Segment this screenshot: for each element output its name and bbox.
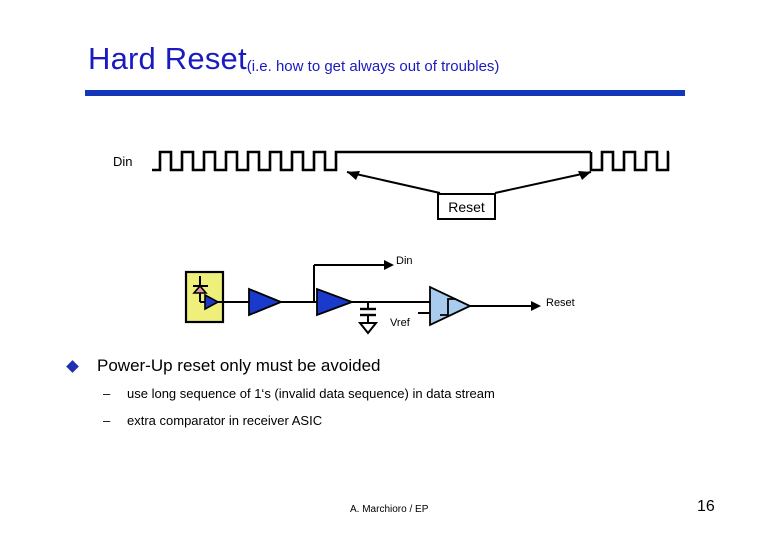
- reset-callout-label: Reset: [448, 198, 485, 215]
- ground-symbol: [357, 322, 379, 335]
- waveform-svg: [152, 150, 670, 194]
- page-title: Hard Reset(i.e. how to get always out of…: [88, 41, 688, 85]
- circuit-din-label: Din: [396, 255, 413, 267]
- title-main-text: Hard Reset: [88, 41, 247, 76]
- dash-bullet-icon: –: [103, 413, 111, 428]
- bullet-level2-text: use long sequence of 1‘s (invalid data s…: [127, 386, 495, 401]
- diamond-bullet-icon: [66, 360, 79, 373]
- bullet-level2-text: extra comparator in receiver ASIC: [127, 413, 323, 428]
- circuit-vref-label: Vref: [390, 317, 410, 329]
- waveform-din-label: Din: [113, 154, 133, 169]
- bullet-level2-item: – use long sequence of 1‘s (invalid data…: [0, 380, 780, 407]
- circuit-svg: [184, 260, 541, 335]
- dash-bullet-icon: –: [103, 386, 111, 401]
- din-arrowhead: [384, 260, 394, 270]
- bullet-level2-item: – extra comparator in receiver ASIC: [0, 407, 780, 434]
- title-divider-rule: [85, 90, 685, 96]
- amplifier-1: [248, 287, 284, 317]
- comparator-block: [429, 285, 473, 327]
- footer-author: A. Marchioro / EP: [350, 504, 429, 515]
- footer-page-number: 16: [697, 498, 715, 515]
- waveform-diagram: Din Reset: [0, 130, 780, 235]
- bullet-level1-text: Power-Up reset only must be avoided: [97, 356, 381, 375]
- bullet-list: Power-Up reset only must be avoided – us…: [0, 352, 780, 434]
- circuit-reset-label: Reset: [546, 297, 575, 309]
- title-subtitle-text: (i.e. how to get always out of troubles): [246, 58, 500, 75]
- reset-arrowhead: [531, 301, 541, 311]
- circuit-diagram: Din Vref Reset: [0, 245, 780, 345]
- bullet-level1: Power-Up reset only must be avoided: [0, 352, 780, 380]
- amplifier-2: [316, 287, 355, 317]
- reset-callout-box: Reset: [437, 193, 496, 220]
